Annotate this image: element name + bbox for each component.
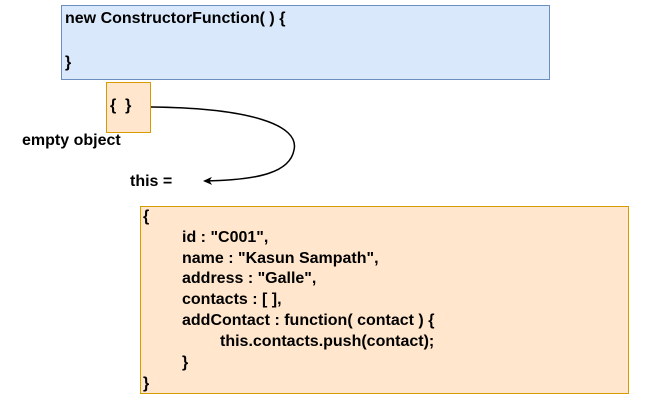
this-label: this = [130, 173, 173, 190]
property-name: name : "Kasun Sampath", [182, 250, 379, 267]
property-id: id : "C001", [182, 229, 269, 246]
property-address: address : "Galle", [182, 270, 317, 287]
method-body: this.contacts.push(contact); [220, 333, 435, 350]
arrow-curve [150, 106, 296, 185]
empty-object-box [106, 82, 151, 133]
constructor-function-box [61, 5, 550, 80]
empty-object-braces: { } [110, 97, 132, 114]
this-object-close-brace: } [143, 375, 150, 392]
method-close-brace: } [182, 354, 189, 371]
method-add-contact: addContact : function( contact ) { [182, 312, 435, 329]
this-object-box [140, 206, 629, 394]
property-contacts: contacts : [ ], [182, 291, 282, 308]
constructor-line-2: } [65, 54, 72, 71]
constructor-line-1: new ConstructorFunction( ) { [65, 10, 286, 27]
empty-object-label: empty object [22, 132, 121, 149]
this-object-open-brace: { [143, 208, 150, 225]
